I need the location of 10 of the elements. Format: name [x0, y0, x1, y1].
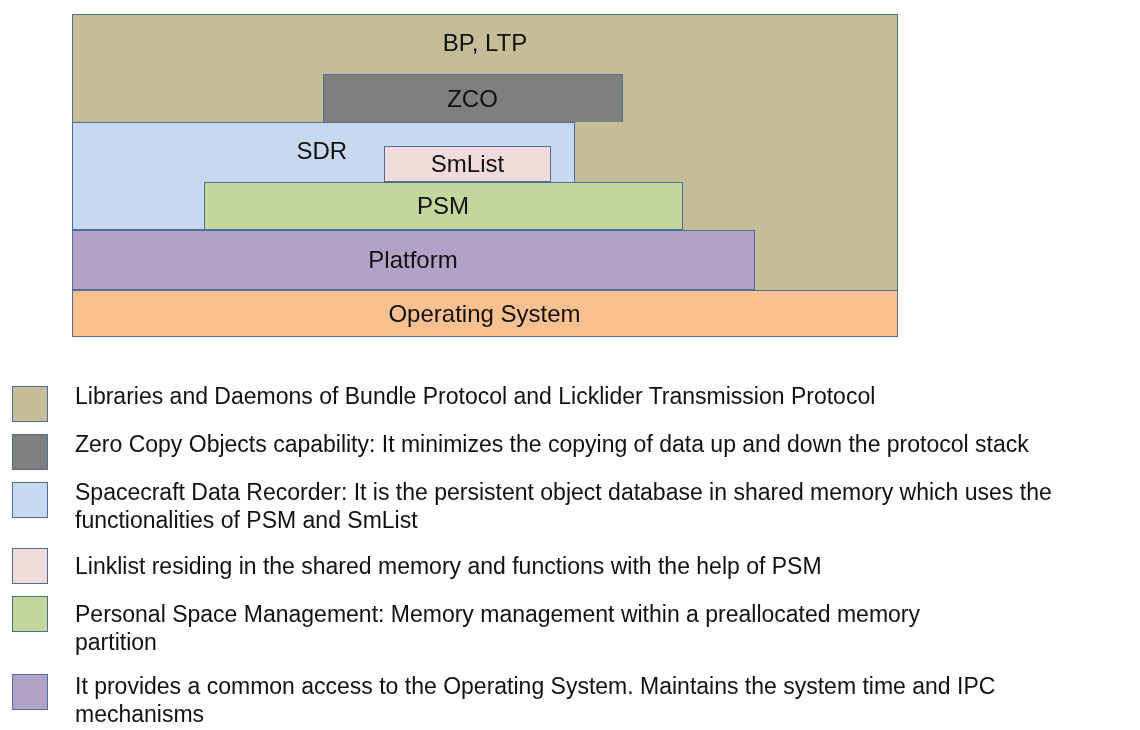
layer-box: ZCO — [322, 73, 623, 122]
legend-text: It provides a common access to the Operating System. Maintains the system time and IPC mechanisms — [75, 672, 997, 728]
layer-box: Platform — [71, 229, 755, 290]
layer-box: PSM — [203, 181, 683, 230]
legend-text: Zero Copy Objects capability: It minimizes the copying of data up and down the protocol stack — [75, 430, 1030, 458]
legend-text: Spacecraft Data Recorder: It is the persistent object database in shared memory which uses the functionalities of PSM and SmList — [75, 478, 1053, 534]
legend-text: Libraries and Daemons of Bundle Protocol and Licklider Transmission Protocol — [75, 382, 877, 410]
legend-text: Linklist residing in the shared memory and functions with the help of PSM — [75, 552, 823, 580]
legend-text: Personal Space Management: Memory management within a preallocated memory partition — [75, 600, 922, 656]
layer-box: Operating System — [71, 289, 898, 337]
